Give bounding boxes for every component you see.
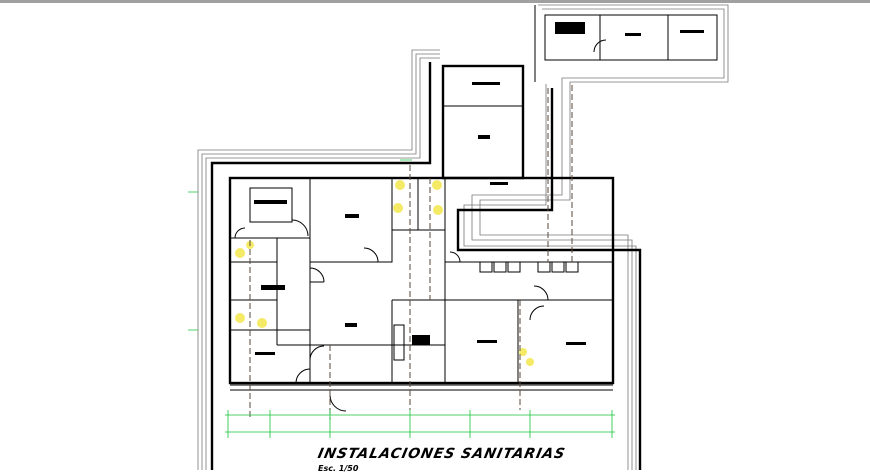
- interior-walls: [228, 14, 718, 391]
- room-labels: [254, 22, 704, 355]
- doors: [234, 39, 607, 412]
- drawing-title: INSTALACIONES SANITARIAS: [316, 446, 568, 462]
- window-top-bar: [0, 0, 870, 3]
- axis-lines: [188, 159, 615, 438]
- sanitary-fixtures: [235, 180, 534, 366]
- counter-fixtures: [479, 261, 579, 273]
- drain-pipes: [249, 85, 573, 420]
- drawing-scale: Esc. 1/50: [318, 464, 359, 473]
- outer-walls: [197, 4, 729, 470]
